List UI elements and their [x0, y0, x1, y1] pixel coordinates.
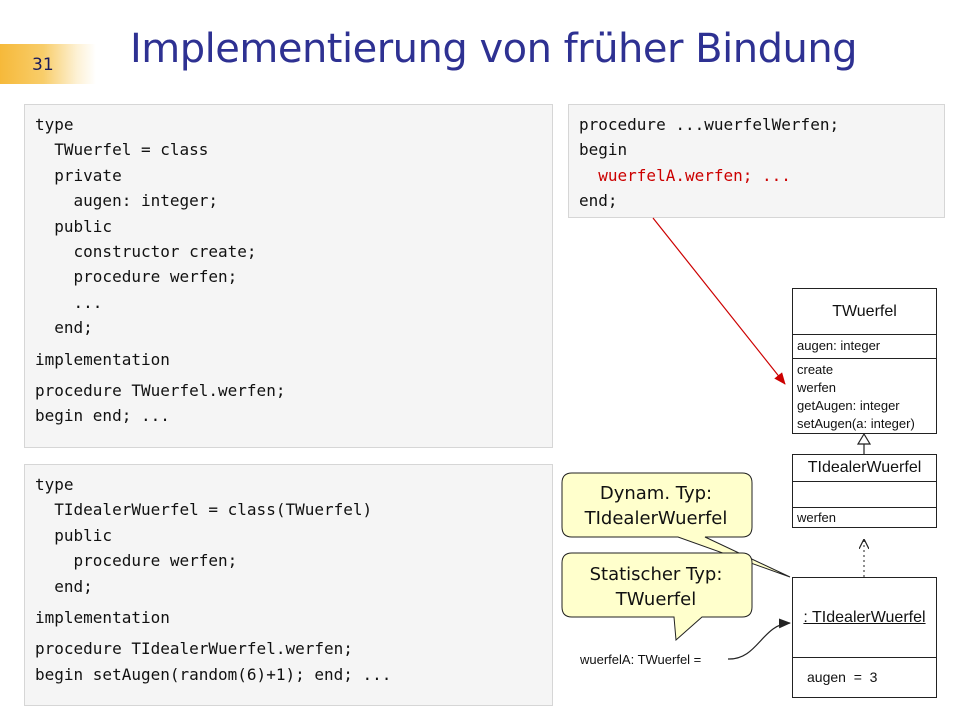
code-line: end;: [35, 318, 93, 338]
uml-attribute-section: [793, 482, 936, 508]
code-line: type: [35, 115, 74, 134]
slide-title: Implementierung von früher Bindung: [130, 26, 858, 72]
uml-class-name: TWuerfel: [832, 302, 897, 320]
uml-object-tidealerwuerfel: : TIdealerWuerfel augen = 3: [792, 577, 937, 698]
code-box-tidealerwuerfel: type TIdealerWuerfel = class(TWuerfel) p…: [24, 464, 553, 706]
inheritance-triangle: [856, 432, 872, 445]
callout-line: TIdealerWuerfel: [584, 508, 728, 529]
code-line-highlighted-call: wuerfelA.werfen; ...: [579, 165, 791, 185]
uml-method-section: create werfen getAugen: integer setAugen…: [793, 359, 936, 433]
callout-line: TWuerfel: [615, 589, 697, 610]
code-line: private: [35, 165, 122, 185]
code-box-wuerfelwerfen: procedure ...wuerfelWerfen; begin wuerfe…: [568, 104, 945, 218]
code-line: public: [35, 216, 113, 236]
uml-method: setAugen(a: integer): [797, 416, 915, 431]
callout-line: Dynam. Typ:: [599, 483, 713, 504]
call-binding-arrow: [652, 217, 786, 385]
code-line: ...: [35, 292, 103, 312]
callout-static-type: Statischer Typ: TWuerfel: [560, 562, 752, 612]
uml-object-value: augen = 3: [807, 669, 878, 685]
code-line: TWuerfel = class: [35, 140, 209, 160]
code-line: type: [35, 475, 74, 494]
page-number-badge: [0, 44, 96, 84]
code-line: procedure werfen;: [35, 267, 238, 287]
code-box-twuerfel: type TWuerfel = class private augen: int…: [24, 104, 553, 448]
uml-method: create: [797, 362, 834, 377]
uml-method-section: werfen: [793, 508, 936, 527]
uml-class-twuerfel: TWuerfel augen: integer create werfen ge…: [792, 288, 937, 434]
code-line: implementation: [35, 349, 170, 369]
uml-object-name: : TIdealerWuerfel: [803, 608, 926, 626]
uml-method: getAugen: integer: [797, 398, 900, 413]
callout-static-type-shape: [561, 552, 753, 642]
callout-dynamic-type: Dynam. Typ: TIdealerWuerfel: [560, 481, 752, 531]
code-line: begin end; ...: [35, 406, 170, 426]
uml-class-name: TIdealerWuerfel: [807, 459, 922, 476]
code-line: public: [35, 525, 113, 545]
object-reference-label: wuerfelA: TWuerfel =: [580, 652, 702, 667]
page-number: 31: [32, 55, 54, 75]
reference-arrow: [727, 618, 791, 660]
callout-line: Statischer Typ:: [589, 564, 723, 585]
code-line: augen: integer;: [35, 191, 219, 211]
uml-class-tidealerwuerfel: TIdealerWuerfel werfen: [792, 454, 937, 528]
code-line: begin: [579, 140, 628, 160]
code-line: constructor create;: [35, 241, 257, 261]
uml-method: werfen: [797, 380, 837, 395]
code-line: begin setAugen(random(6)+1); end; ...: [35, 664, 392, 684]
uml-attribute: augen: integer: [797, 338, 881, 353]
code-line: procedure TIdealerWuerfel.werfen;: [35, 639, 353, 659]
uml-method: werfen: [797, 510, 837, 525]
uml-class-name-section: TWuerfel: [793, 289, 936, 335]
code-line: TIdealerWuerfel = class(TWuerfel): [35, 500, 373, 520]
code-line: procedure ...wuerfelWerfen;: [579, 115, 840, 134]
code-line: implementation: [35, 607, 170, 627]
uml-class-name-section: TIdealerWuerfel: [793, 455, 936, 482]
code-line: procedure werfen;: [35, 551, 238, 571]
code-line: procedure TWuerfel.werfen;: [35, 380, 286, 400]
uml-object-name-section: : TIdealerWuerfel: [793, 578, 936, 658]
code-line: end;: [579, 191, 618, 211]
code-line: end;: [35, 576, 93, 596]
uml-attribute-section: augen: integer: [793, 335, 936, 359]
